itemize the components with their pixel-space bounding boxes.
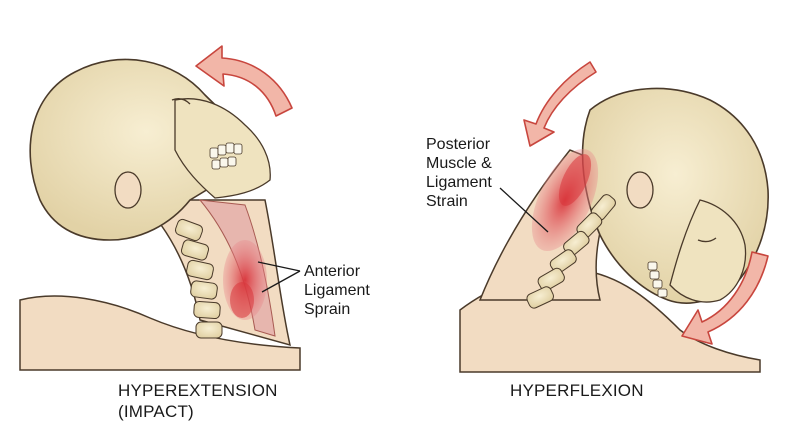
posterior-strain-core	[558, 154, 592, 206]
caption-line: HYPERFLEXION	[510, 381, 644, 400]
anterior-label-line: Sprain	[304, 301, 351, 318]
curved-arrow-icon	[681, 251, 769, 345]
anterior-ligament-sprain-label: Anterior Ligament Sprain	[304, 262, 370, 319]
hyperflexion-caption: HYPERFLEXION	[510, 380, 644, 401]
hyperextension-caption: HYPEREXTENSION (IMPACT)	[118, 380, 278, 422]
curved-arrow-icon	[523, 61, 597, 147]
left-eye	[171, 97, 191, 105]
right-ear	[626, 171, 654, 209]
right-cervical-spine	[526, 194, 616, 309]
anterior-strain-core	[230, 282, 254, 318]
caption-line: HYPEREXTENSION	[118, 381, 278, 400]
right-eye	[697, 237, 717, 243]
right-teeth	[647, 261, 668, 298]
anterior-leader-line	[261, 270, 301, 293]
caption-line: (IMPACT)	[118, 402, 194, 421]
posterior-muscle-ligament-strain-label: Posterior Muscle & Ligament Strain	[426, 135, 492, 211]
left-ear	[114, 171, 142, 209]
left-shoulder	[19, 295, 301, 371]
curved-arrow-icon	[195, 45, 293, 117]
hyperextension-figure	[19, 45, 301, 371]
anterior-label-line: Anterior	[304, 263, 361, 280]
left-cervical-spine	[174, 218, 223, 339]
left-teeth	[209, 142, 243, 170]
right-face	[669, 199, 747, 303]
posterior-label-line: Muscle &	[426, 155, 492, 172]
anterior-leader-line	[257, 261, 301, 272]
posterior-label-line: Posterior	[426, 136, 491, 153]
posterior-leader-line	[499, 187, 549, 233]
posterior-label-line: Strain	[426, 193, 468, 210]
posterior-label-line: Ligament	[426, 174, 492, 191]
anterior-label-line: Ligament	[304, 282, 370, 299]
hyperflexion-figure	[459, 61, 769, 373]
